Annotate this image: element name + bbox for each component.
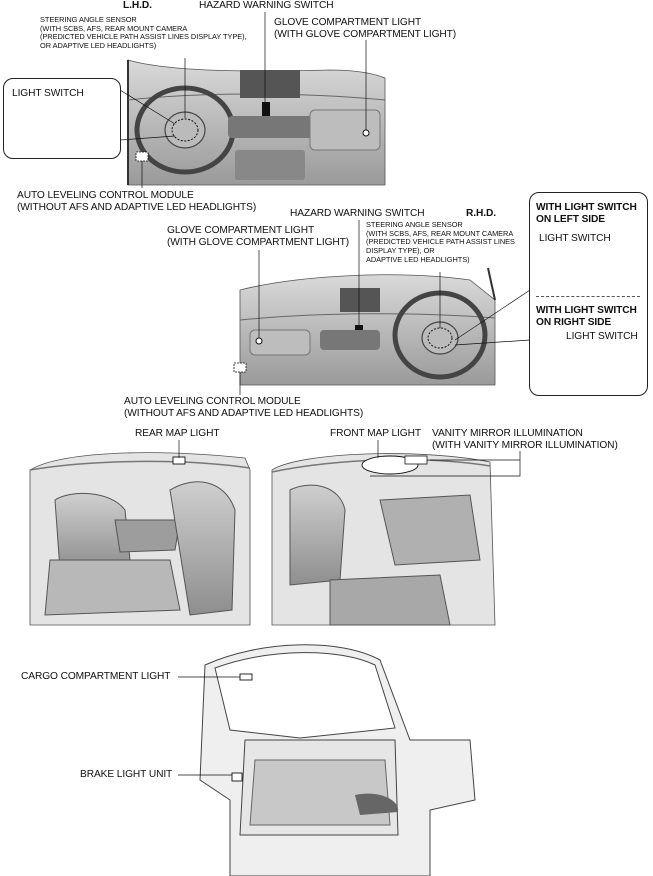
lhd-steering-sensor-label: STEERING ANGLE SENSOR (WITH SCBS, AFS, R…: [40, 15, 247, 51]
cargo-light-marker: [239, 673, 253, 681]
rhd-glove-light-label: GLOVE COMPARTMENT LIGHT (WITH GLOVE COMP…: [167, 225, 350, 249]
cargo-light-label: CARGO COMPARTMENT LIGHT: [21, 671, 171, 682]
rear-map-light-label: REAR MAP LIGHT: [135, 428, 220, 439]
brake-light-label: BRAKE LIGHT UNIT: [80, 769, 173, 780]
rhd-light-switch-inset: [529, 192, 648, 396]
rhd-inset-divider: [536, 296, 640, 297]
lhd-auto-leveling-label: AUTO LEVELING CONTROL MODULE (WITHOUT AF…: [17, 190, 257, 214]
rhd-inset-right-label: LIGHT SWITCH: [566, 331, 638, 342]
rhd-steering-sensor-label: STEERING ANGLE SENSOR (WITH SCBS, AFS, R…: [366, 220, 515, 264]
lhd-variant-label: L.H.D.: [123, 0, 152, 11]
front-interior-illustration: [271, 440, 521, 626]
lhd-light-switch-label: LIGHT SWITCH: [12, 88, 84, 99]
rhd-auto-leveling-marker: [233, 362, 247, 373]
rhd-inset-right-heading: WITH LIGHT SWITCH ON RIGHT SIDE: [536, 305, 637, 329]
lhd-hazard-switch-label: HAZARD WARNING SWITCH: [199, 0, 334, 11]
rhd-steering-sensor-marker: [427, 327, 453, 349]
front-map-light-label: FRONT MAP LIGHT: [330, 428, 421, 439]
lhd-light-switch-inset: [3, 78, 121, 159]
rear-interior-illustration: [29, 440, 251, 626]
vanity-mirror-label: VANITY MIRROR ILLUMINATION (WITH VANITY …: [432, 428, 618, 452]
front-map-light-marker: [361, 455, 419, 475]
rhd-hazard-switch-label: HAZARD WARNING SWITCH: [290, 208, 425, 219]
brake-light-marker: [231, 772, 243, 782]
rhd-inset-left-heading: WITH LIGHT SWITCH ON LEFT SIDE: [536, 202, 637, 226]
vanity-mirror-marker: [404, 455, 428, 465]
rear-map-light-marker: [172, 456, 186, 465]
lhd-glove-light-label: GLOVE COMPARTMENT LIGHT (WITH GLOVE COMP…: [274, 17, 457, 41]
rhd-auto-leveling-label: AUTO LEVELING CONTROL MODULE (WITHOUT AF…: [124, 396, 364, 420]
lhd-steering-sensor-marker: [171, 118, 199, 142]
cargo-illustration: [178, 644, 476, 876]
rhd-inset-left-label: LIGHT SWITCH: [539, 233, 611, 244]
rhd-variant-label: R.H.D.: [466, 208, 496, 219]
lhd-auto-leveling-marker: [135, 151, 149, 162]
lhd-hazard-switch-marker: [262, 102, 270, 126]
lhd-dashboard-illustration: [119, 12, 386, 188]
rhd-dashboard-illustration: [233, 220, 531, 395]
lhd-glove-light-marker: [362, 129, 370, 137]
rhd-glove-light-marker: [255, 337, 263, 345]
